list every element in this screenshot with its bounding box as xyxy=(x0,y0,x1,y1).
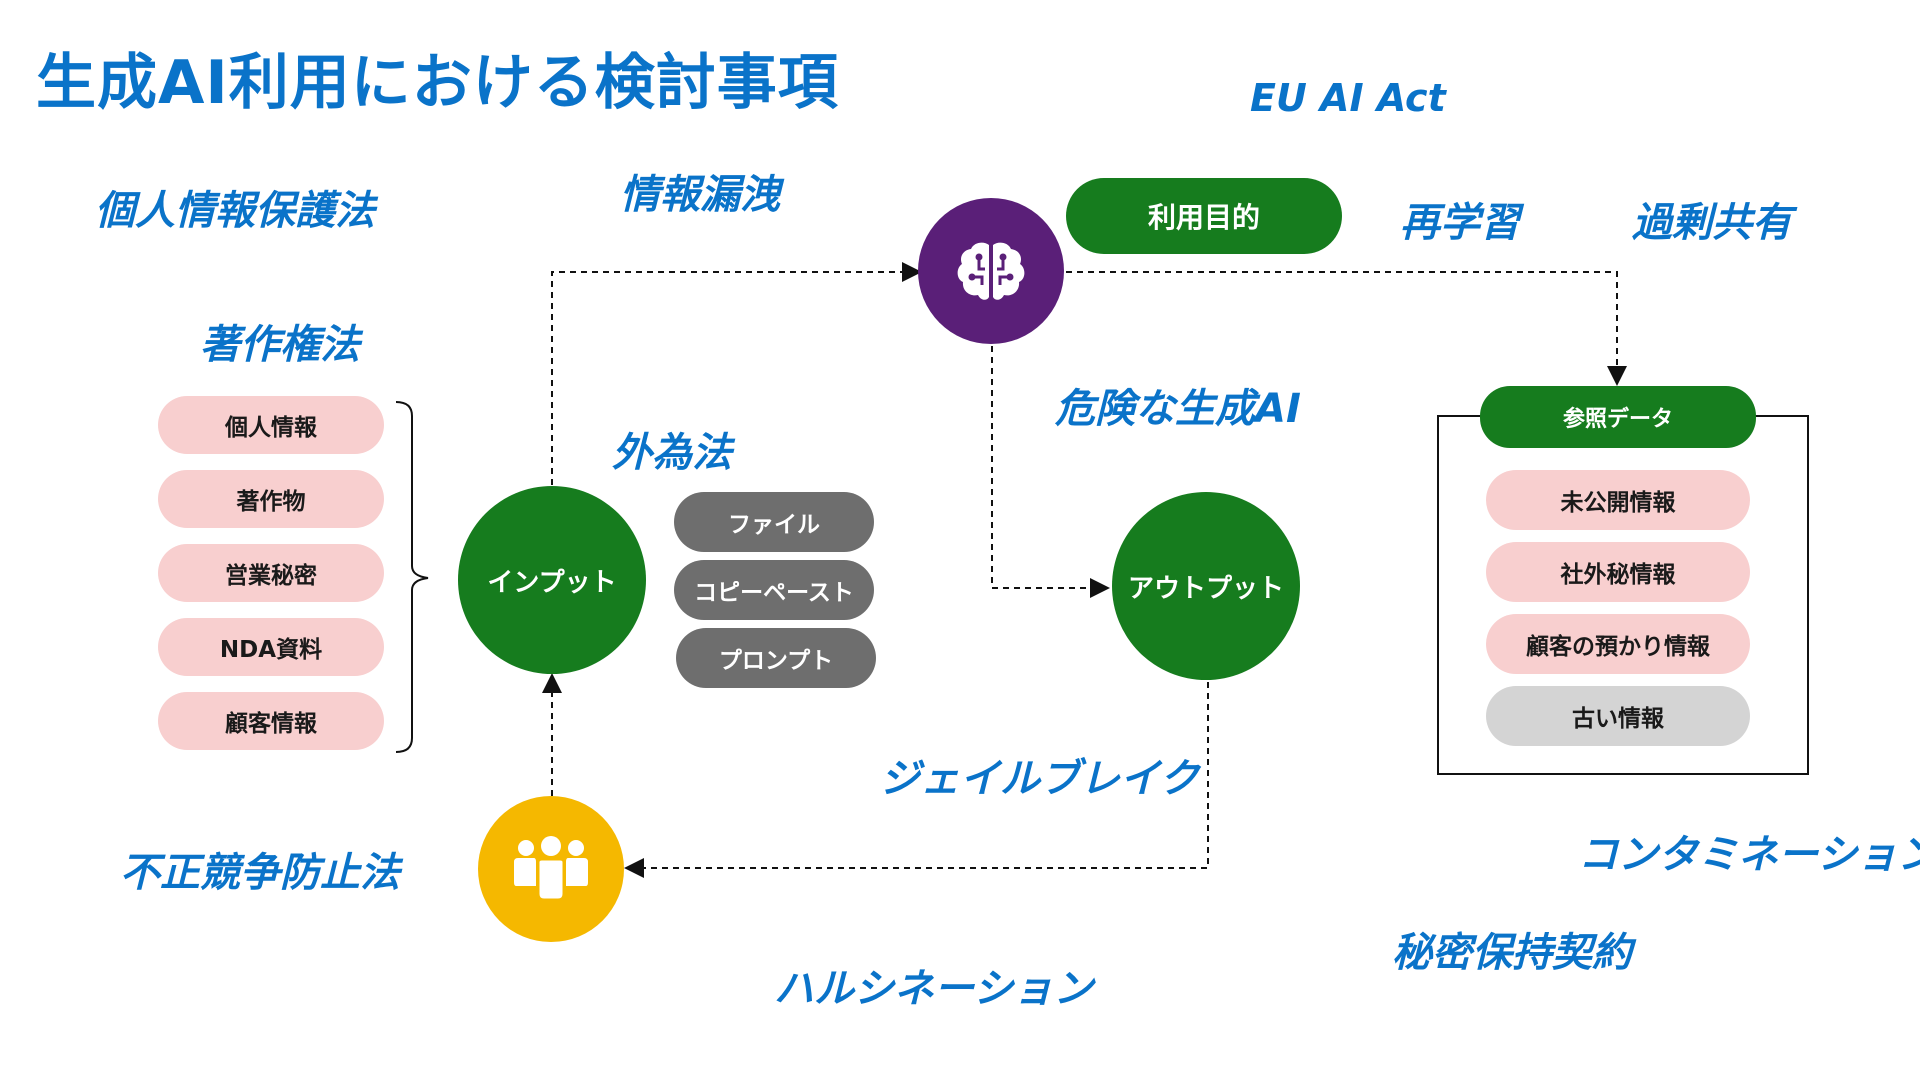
keyword-unfair-competition-law: 不正競争防止法 xyxy=(120,850,400,896)
output-node: アウトプット xyxy=(1112,492,1300,680)
arrow-input-to-ai xyxy=(551,262,922,485)
arrow-output-to-users xyxy=(624,682,1209,878)
input-method-copy-paste: コピーペースト xyxy=(674,560,874,620)
input-item-trade-secret: 営業秘密 xyxy=(158,544,384,602)
keyword-dangerous-ai: 危険な生成AI xyxy=(1055,386,1301,432)
input-item-nda-material: NDA資料 xyxy=(158,618,384,676)
keyword-eu-ai-act: EU AI Act xyxy=(1250,76,1446,120)
keyword-forex-law: 外為法 xyxy=(612,430,732,476)
input-method-file: ファイル xyxy=(674,492,874,552)
reference-item-customer-entrusted: 顧客の預かり情報 xyxy=(1486,614,1750,674)
brain-circuit-icon xyxy=(957,242,1025,300)
reference-item-confidential: 社外秘情報 xyxy=(1486,542,1750,602)
users-node xyxy=(478,796,624,942)
keyword-privacy-law: 個人情報保護法 xyxy=(95,188,375,234)
keyword-relearn: 再学習 xyxy=(1400,200,1520,246)
reference-header: 参照データ xyxy=(1480,386,1756,448)
purpose-pill: 利用目的 xyxy=(1066,178,1342,254)
keyword-oversharing: 過剰共有 xyxy=(1632,200,1792,246)
ai-node xyxy=(918,198,1064,344)
input-method-prompt: プロンプト xyxy=(676,628,876,688)
arrow-ai-to-reference xyxy=(1066,271,1627,386)
keyword-copyright-law: 著作権法 xyxy=(200,322,360,368)
reference-item-unpublished: 未公開情報 xyxy=(1486,470,1750,530)
page-title: 生成AI利用における検討事項 xyxy=(36,48,839,118)
keyword-jailbreak: ジェイルブレイク xyxy=(880,756,1200,802)
input-item-customer-info: 顧客情報 xyxy=(158,692,384,750)
input-item-personal-info: 個人情報 xyxy=(158,396,384,454)
arrow-ai-to-output xyxy=(991,346,1110,598)
input-item-copyrighted-work: 著作物 xyxy=(158,470,384,528)
keyword-hallucination: ハルシネーション xyxy=(774,966,1094,1012)
input-brace xyxy=(395,401,429,753)
keyword-contamination: コンタミネーション xyxy=(1578,832,1920,878)
keyword-info-leak: 情報漏洩 xyxy=(620,172,780,218)
reference-item-outdated: 古い情報 xyxy=(1486,686,1750,746)
users-group-icon xyxy=(514,836,588,902)
keyword-nda-contract: 秘密保持契約 xyxy=(1392,930,1632,976)
input-node: インプット xyxy=(458,486,646,674)
